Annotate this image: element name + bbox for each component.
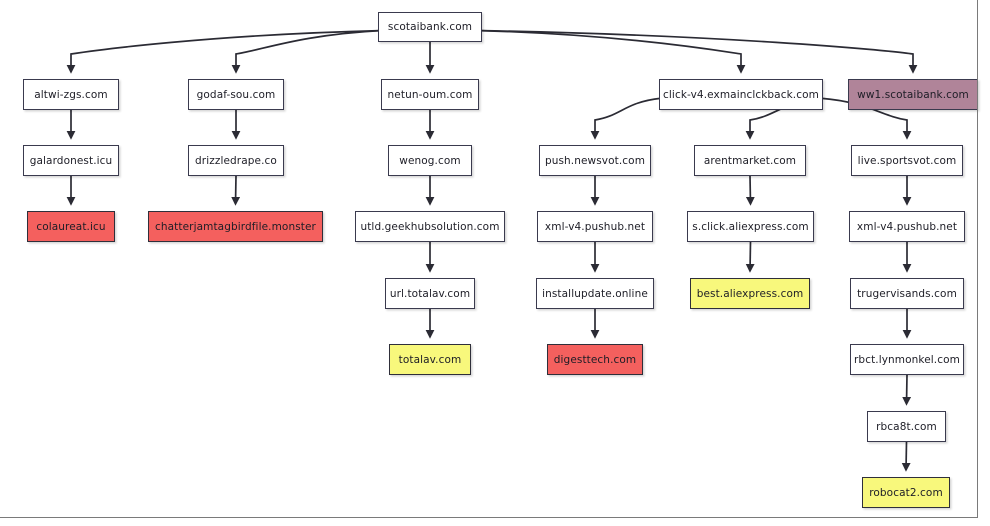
- node-live[interactable]: live.sportsvot.com: [851, 145, 963, 176]
- node-chatterjam[interactable]: chatterjamtagbirdfile.monster: [148, 211, 323, 242]
- node-totalav[interactable]: totalav.com: [389, 344, 471, 375]
- node-clickv4[interactable]: click-v4.exmainclckback.com: [659, 79, 823, 110]
- node-rbca8t[interactable]: rbca8t.com: [867, 411, 946, 442]
- edge-drizzle-to-chatterjam: [231, 175, 241, 206]
- node-netun[interactable]: netun-oum.com: [381, 79, 479, 110]
- node-xmlA[interactable]: xml-v4.pushub.net: [537, 211, 653, 242]
- edge-sclick-to-bestali: [745, 241, 755, 273]
- node-bestali[interactable]: best.aliexpress.com: [690, 278, 810, 309]
- node-altwi[interactable]: altwi-zgs.com: [23, 79, 119, 110]
- node-rbct[interactable]: rbct.lynmonkel.com: [850, 344, 964, 375]
- node-truger[interactable]: trugervisands.com: [850, 278, 964, 309]
- edge-root-to-ww1: [479, 29, 918, 74]
- node-godaf[interactable]: godaf-sou.com: [188, 79, 284, 110]
- node-digesttech[interactable]: digesttech.com: [547, 344, 643, 375]
- node-colaureat[interactable]: colaureat.icu: [27, 211, 115, 242]
- node-arent[interactable]: arentmarket.com: [694, 145, 806, 176]
- edge-root-to-altwi: [66, 29, 381, 74]
- edge-arent-to-sclick: [745, 175, 755, 206]
- node-urltotalav[interactable]: url.totalav.com: [385, 278, 475, 309]
- node-push[interactable]: push.newsvot.com: [539, 145, 651, 176]
- edge-rbca8t-to-robocat2: [901, 441, 911, 472]
- node-galardonest[interactable]: galardonest.icu: [23, 145, 119, 176]
- node-xmlB[interactable]: xml-v4.pushub.net: [849, 211, 965, 242]
- node-ww1[interactable]: ww1.scotaibank.com: [848, 79, 978, 110]
- edge-root-to-godaf: [231, 29, 381, 74]
- node-utld[interactable]: utld.geekhubsolution.com: [355, 211, 505, 242]
- diagram-frame-border: [0, 0, 978, 518]
- node-installupd[interactable]: installupdate.online: [536, 278, 654, 309]
- node-robocat2[interactable]: robocat2.com: [862, 477, 950, 508]
- node-root[interactable]: scotaibank.com: [378, 12, 482, 42]
- node-wenog[interactable]: wenog.com: [388, 145, 472, 176]
- edge-rbct-to-rbca8t: [902, 374, 912, 406]
- edge-clickv4-to-push: [590, 97, 662, 140]
- node-drizzle[interactable]: drizzledrape.co: [188, 145, 284, 176]
- node-sclick[interactable]: s.click.aliexpress.com: [687, 211, 814, 242]
- edge-root-to-clickv4: [479, 29, 746, 74]
